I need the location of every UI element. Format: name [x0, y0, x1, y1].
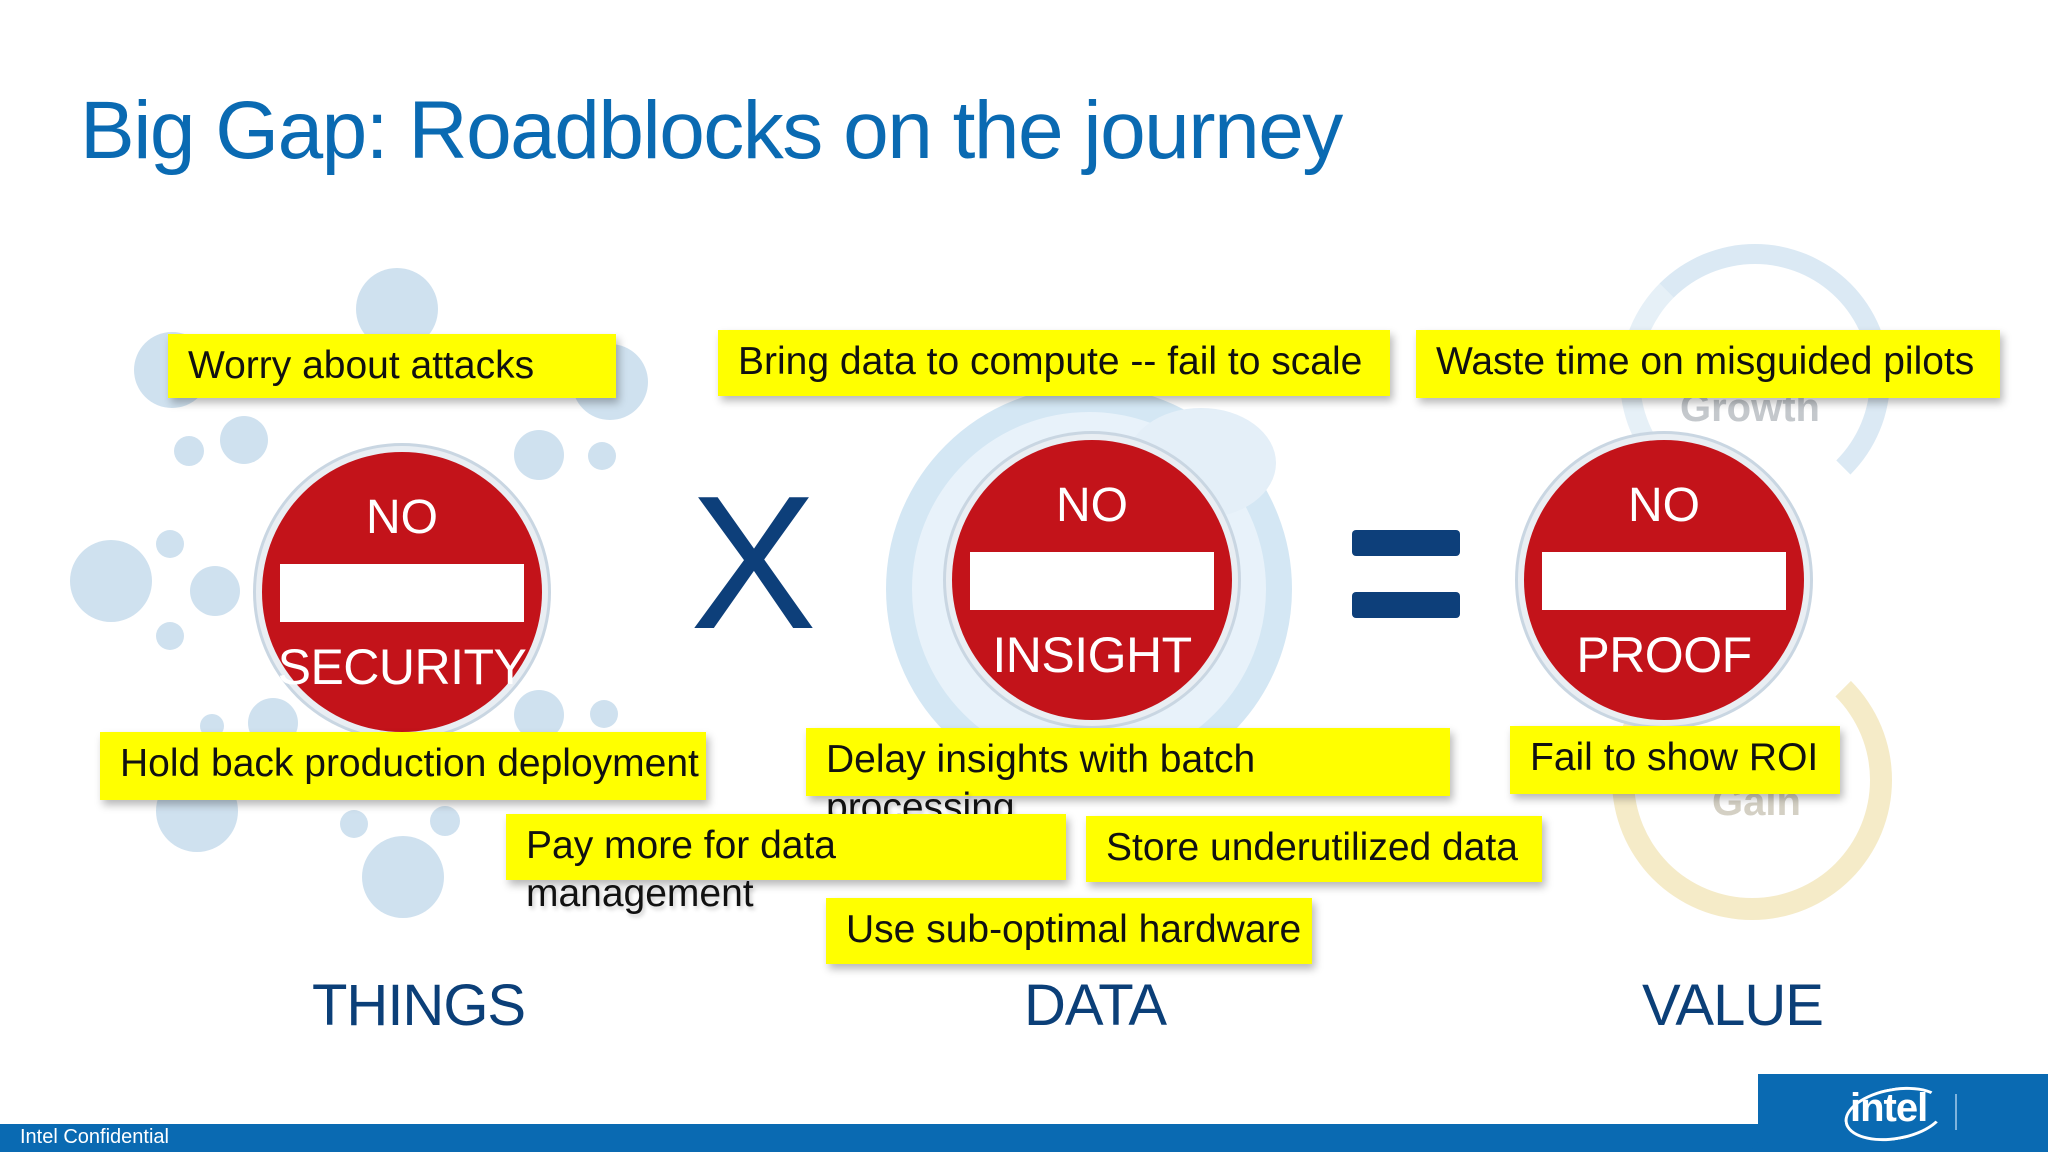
things-label: THINGS: [312, 973, 526, 1038]
note-text: Hold back production deployment: [120, 742, 699, 785]
car-icon: [70, 540, 152, 622]
sign-insight-label: INSIGHT: [992, 627, 1192, 683]
note-bring-data: Bring data to compute -- fail to scale: [718, 330, 1390, 396]
data-label: DATA: [1024, 973, 1167, 1038]
value-label: VALUE: [1642, 973, 1824, 1038]
sign-bar: [280, 564, 524, 622]
sign-proof-label: PROOF: [1576, 627, 1752, 683]
multiply-sign: X: [690, 457, 817, 669]
note-hold-back: Hold back production deployment: [100, 732, 706, 800]
sign-no-label: NO: [366, 491, 438, 544]
no-security-sign: NO SECURITY: [262, 452, 542, 732]
equals-sign: [1352, 530, 1460, 618]
note-text: Pay more for data: [526, 824, 836, 867]
no-insight-sign: NO INSIGHT: [952, 440, 1232, 720]
note-fail-roi: Fail to show ROI: [1510, 726, 1840, 794]
note-sub-optimal-hardware: Use sub-optimal hardware: [826, 898, 1312, 964]
note-text: Use sub-optimal hardware: [846, 908, 1302, 951]
note-text: Delay insights with batch: [826, 738, 1256, 781]
note-text: Store underutilized data: [1106, 826, 1518, 869]
sign-no-label: NO: [1628, 479, 1700, 532]
sign-bar: [970, 552, 1214, 610]
logo-divider: [1955, 1094, 1957, 1130]
note-text: Worry about attacks: [188, 344, 535, 387]
note-worry-about-attacks: Worry about attacks: [168, 334, 616, 398]
slide-title: Big Gap: Roadblocks on the journey: [80, 85, 1343, 176]
note-store-data: Store underutilized data: [1086, 816, 1542, 882]
sign-bar: [1542, 552, 1786, 610]
no-proof-sign: NO PROOF: [1524, 440, 1804, 720]
note-text: Waste time on misguided pilots: [1436, 340, 1975, 383]
note-pay-more: Pay more for data management: [506, 814, 1066, 915]
note-waste-time: Waste time on misguided pilots: [1416, 330, 2000, 398]
note-text-overflow: management: [526, 872, 754, 915]
note-delay-insights: Delay insights with batch processing: [806, 728, 1450, 829]
note-text: Bring data to compute -- fail to scale: [738, 340, 1363, 383]
footer-bar: [0, 1124, 2048, 1152]
intel-logo: intel: [1850, 1086, 1928, 1130]
footer-confidential: Intel Confidential: [20, 1126, 169, 1148]
note-text: Fail to show ROI: [1530, 736, 1819, 779]
sign-no-label: NO: [1056, 479, 1128, 532]
camera-icon: [362, 836, 444, 918]
logo-block: [1758, 1074, 2048, 1152]
sign-security-label: SECURITY: [277, 639, 527, 695]
